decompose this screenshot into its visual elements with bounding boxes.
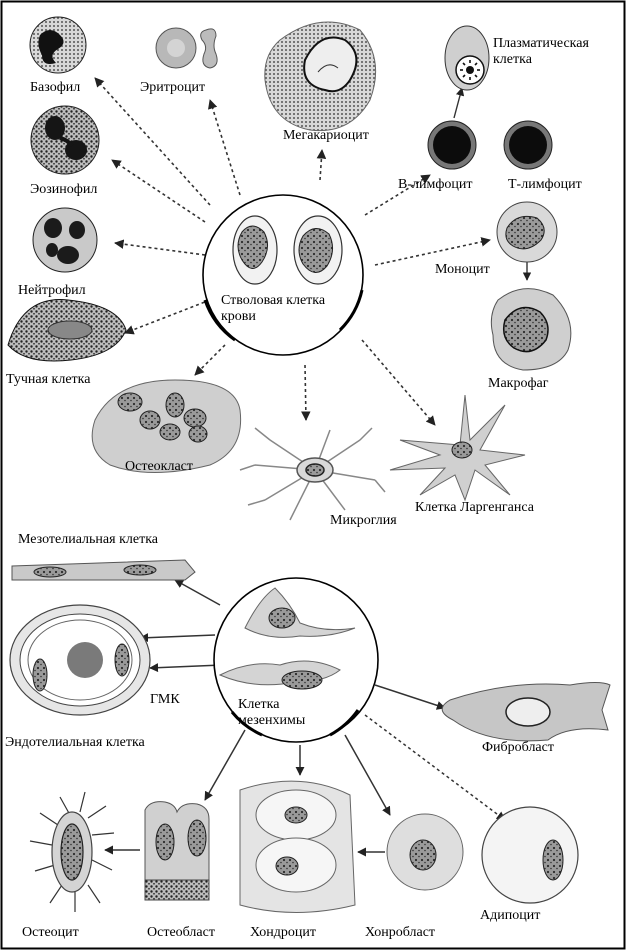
- arrow-to-mesothelial: [174, 579, 221, 606]
- label-chondroblast: Хонробласт: [365, 925, 436, 940]
- arrow-to-microglia: [301, 364, 311, 421]
- label-basophil: Базофил: [30, 80, 81, 95]
- osteoblast-cell: [144, 801, 210, 901]
- label-megakaryocyte: Мегакариоцит: [283, 128, 369, 143]
- plasma-cell: [444, 25, 490, 91]
- label-mast-cell: Тучная клетка: [6, 372, 91, 387]
- arrow-to-megakaryocyte: [316, 149, 327, 181]
- macrophage-cell: [490, 288, 572, 371]
- fibroblast-cell: [441, 682, 611, 742]
- arrow-to-osteoblast: [204, 729, 246, 801]
- label-endothelial-cell: Эндотелиальная клетка: [5, 735, 145, 750]
- arrow-to-erythrocyte: [208, 99, 241, 196]
- top-arrows: [94, 77, 491, 426]
- label-mesenchyme-cell: Клетка мезенхимы: [238, 697, 306, 728]
- label-chondrocyte: Хондроцит: [250, 925, 316, 940]
- arrow-to-neutrophil: [114, 239, 206, 256]
- erythrocyte-cell: [155, 27, 218, 69]
- adipocyte-cell: [481, 806, 579, 904]
- label-monocyte: Моноцит: [435, 262, 490, 277]
- label-b-lymphocyte: В-лимфоцит: [398, 177, 473, 192]
- label-osteoblast: Остеобласт: [147, 925, 215, 940]
- label-plasma-cell: Плазматическая клетка: [493, 36, 589, 67]
- chondrocyte-cell: [239, 780, 356, 913]
- label-osteoclast: Остеокласт: [125, 459, 193, 474]
- label-microglia: Микроглия: [330, 513, 397, 528]
- label-neutrophil: Нейтрофил: [18, 283, 86, 298]
- mesenchyme-cell-circle: [213, 577, 379, 743]
- endothelial-vessel-cell: [9, 604, 151, 716]
- arrow-to-chondroblast: [344, 734, 391, 816]
- blood-stem-cell-circle: [202, 194, 364, 356]
- arrow-to-basophil: [94, 77, 211, 206]
- osteoclast-cell: [91, 379, 242, 473]
- arrow-to-mast-cell: [124, 299, 211, 335]
- arrow-to-smc: [149, 663, 223, 673]
- mesothelial-cell: [11, 559, 196, 581]
- label-fibroblast: Фибробласт: [482, 740, 554, 755]
- langerhans-cell: [389, 394, 526, 502]
- label-t-lymphocyte: Т-лимфоцит: [508, 177, 582, 192]
- label-langerhans-cell: Клетка Ларгенганса: [415, 500, 534, 515]
- basophil-cell: [29, 16, 87, 74]
- bottom-arrows: [104, 579, 446, 857]
- label-mesothelial-cell: Мезотелиальная клетка: [18, 532, 158, 547]
- arrow-to-fibroblast: [374, 684, 446, 710]
- arrow-blymph-to-plasma: [453, 87, 465, 119]
- label-adipocyte: Адипоцит: [480, 908, 541, 923]
- arrow-to-eosinophil: [111, 159, 206, 223]
- t-lymphocyte-cell: [503, 120, 553, 170]
- megakaryocyte-cell: [264, 21, 377, 132]
- monocyte-cell: [496, 201, 558, 263]
- mast-cell: [7, 299, 127, 362]
- arrow-to-langerhans: [361, 339, 436, 426]
- label-macrophage: Макрофаг: [488, 376, 549, 391]
- osteocyte-cell: [29, 791, 115, 912]
- arrow-to-endothelial: [139, 633, 216, 643]
- chondroblast-cell: [386, 813, 464, 891]
- arrow-to-adipocyte: [364, 714, 506, 821]
- label-smc: ГМК: [150, 692, 180, 707]
- arrow-to-monocyte: [374, 237, 491, 266]
- label-eosinophil: Эозинофил: [30, 182, 98, 197]
- b-lymphocyte-cell: [427, 120, 477, 170]
- label-blood-stem-cell: Стволовая клетка крови: [221, 293, 326, 324]
- arrow-to-osteoclast: [194, 344, 226, 376]
- arrow-to-b-lymphocyte: [364, 174, 431, 216]
- microglia-cell: [239, 427, 386, 521]
- neutrophil-cell: [32, 207, 98, 273]
- eosinophil-cell: [30, 105, 100, 175]
- label-erythrocyte: Эритроцит: [140, 80, 206, 95]
- label-osteocyte: Остеоцит: [22, 925, 79, 940]
